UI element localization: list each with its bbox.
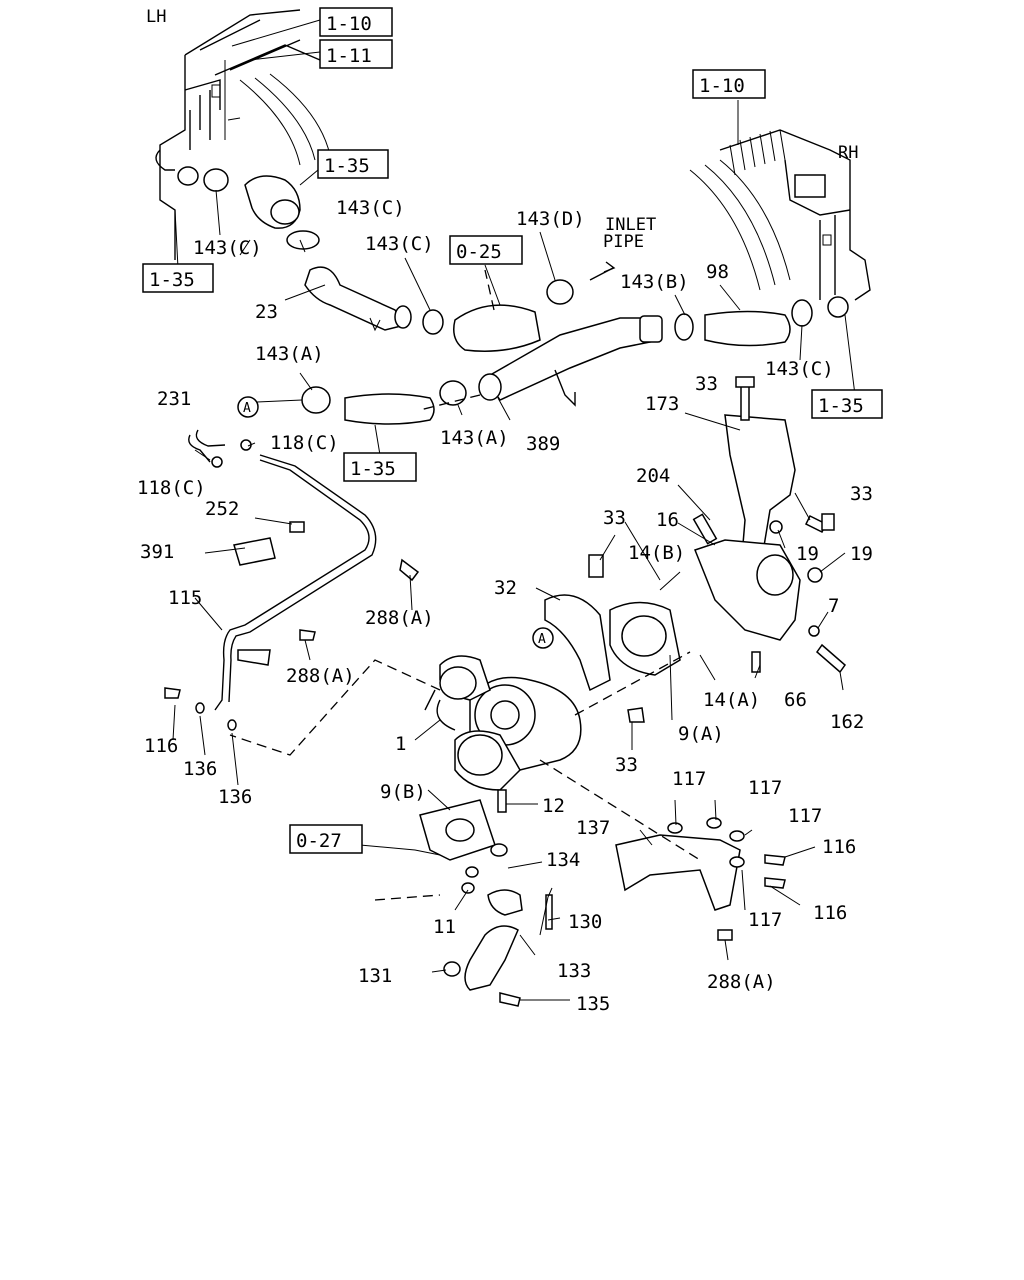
side-label-rh: RH <box>838 143 858 163</box>
part-label: 16 <box>656 509 679 531</box>
exhaust-manifold <box>544 414 801 692</box>
ref-box-label: 1-10 <box>326 13 372 35</box>
part-label: 173 <box>645 393 679 415</box>
ref-box-label: 1-11 <box>326 45 372 67</box>
ref-box <box>449 235 523 265</box>
part-label: 143(C) <box>765 358 834 380</box>
part-label: 133 <box>557 960 591 982</box>
part-label: 288(A) <box>365 607 434 629</box>
part-label: 204 <box>636 465 670 487</box>
part-label: 162 <box>830 711 864 733</box>
leader-lines <box>172 19 856 1001</box>
part-label: 116 <box>822 836 856 858</box>
ref-box-label: 1-35 <box>818 395 864 417</box>
dashed-references <box>229 261 701 901</box>
ref-box <box>319 39 393 69</box>
fasteners <box>164 376 847 1007</box>
part-label: 9(B) <box>380 781 426 803</box>
part-label: 130 <box>568 911 602 933</box>
part-label: 136 <box>183 758 217 780</box>
part-label: 117 <box>748 777 782 799</box>
turbocharger <box>419 655 741 991</box>
ref-box-label: 1-35 <box>324 155 370 177</box>
part-label: 143(C) <box>336 197 405 219</box>
part-label: 143(A) <box>440 427 509 449</box>
ref-circle-a-left <box>237 396 259 418</box>
part-label: 23 <box>255 301 278 323</box>
part-label: 33 <box>695 373 718 395</box>
part-label: 19 <box>850 543 873 565</box>
part-label: 143(D) <box>516 208 585 230</box>
part-label: 11 <box>433 916 456 938</box>
part-label: 115 <box>168 587 202 609</box>
part-label: 117 <box>672 768 706 790</box>
part-label: 135 <box>576 993 610 1015</box>
part-label: 1 <box>395 733 406 755</box>
reference-boxes: 1-10 1-11 1-35 1-35 0-25 1-10 1-35 1-35 … <box>142 7 883 854</box>
ref-box-label: 1-35 <box>350 458 396 480</box>
part-label: 116 <box>813 902 847 924</box>
part-label: 288(A) <box>707 971 776 993</box>
part-label: 134 <box>546 849 580 871</box>
ref-box <box>289 824 363 854</box>
lh-engine-block <box>155 9 331 260</box>
part-label: 231 <box>157 388 191 410</box>
ref-box <box>811 389 883 419</box>
part-label: 252 <box>205 498 239 520</box>
part-label: 32 <box>494 577 517 599</box>
part-label: 19 <box>796 543 819 565</box>
ref-box <box>319 7 393 37</box>
ref-box-label: 0-27 <box>296 830 342 852</box>
part-label: 116 <box>144 735 178 757</box>
inlet-pipe-line1: INLET <box>605 215 656 235</box>
part-label: 117 <box>788 805 822 827</box>
part-label: 7 <box>828 595 839 617</box>
part-label: 117 <box>748 909 782 931</box>
part-label: 33 <box>850 483 873 505</box>
ref-box <box>692 69 766 99</box>
ref-box-label: 1-35 <box>149 269 195 291</box>
ref-box-label: 0-25 <box>456 241 502 263</box>
ref-box <box>343 452 417 482</box>
ref-box <box>317 149 389 179</box>
part-label: 66 <box>784 689 807 711</box>
ref-circle-a-turbo-text: A <box>538 632 546 647</box>
part-label: 14(A) <box>703 689 760 711</box>
intake-hoses <box>203 168 849 425</box>
part-label: 137 <box>576 817 610 839</box>
ref-circle-a-left-text: A <box>243 401 251 416</box>
part-label: 143(C) <box>193 237 262 259</box>
side-label-lh: LH <box>146 7 166 27</box>
ref-box-label: 1-10 <box>699 75 745 97</box>
part-label: 33 <box>615 754 638 776</box>
part-label: 143(A) <box>255 343 324 365</box>
part-label: 389 <box>526 433 560 455</box>
part-label: 143(C) <box>365 233 434 255</box>
part-label: 131 <box>358 965 392 987</box>
part-label: 33 <box>603 507 626 529</box>
rh-engine-block <box>689 129 871 301</box>
part-label: 12 <box>542 795 565 817</box>
part-label: 391 <box>140 541 174 563</box>
ref-circle-a-turbo <box>532 627 554 649</box>
part-label: 9(A) <box>678 723 724 745</box>
part-label: 118(C) <box>137 477 206 499</box>
part-label: 14(B) <box>628 542 685 564</box>
part-label: 98 <box>706 261 729 283</box>
part-label: 143(B) <box>620 271 689 293</box>
part-labels: 143(C) 143(C) 143(C) 143(D) 143(B) 98 14… <box>137 197 873 1015</box>
part-label: 136 <box>218 786 252 808</box>
part-label: 288(A) <box>286 665 355 687</box>
inlet-pipe-line2: PIPE <box>603 232 644 252</box>
part-label: 118(C) <box>270 432 339 454</box>
ref-box <box>142 263 214 293</box>
